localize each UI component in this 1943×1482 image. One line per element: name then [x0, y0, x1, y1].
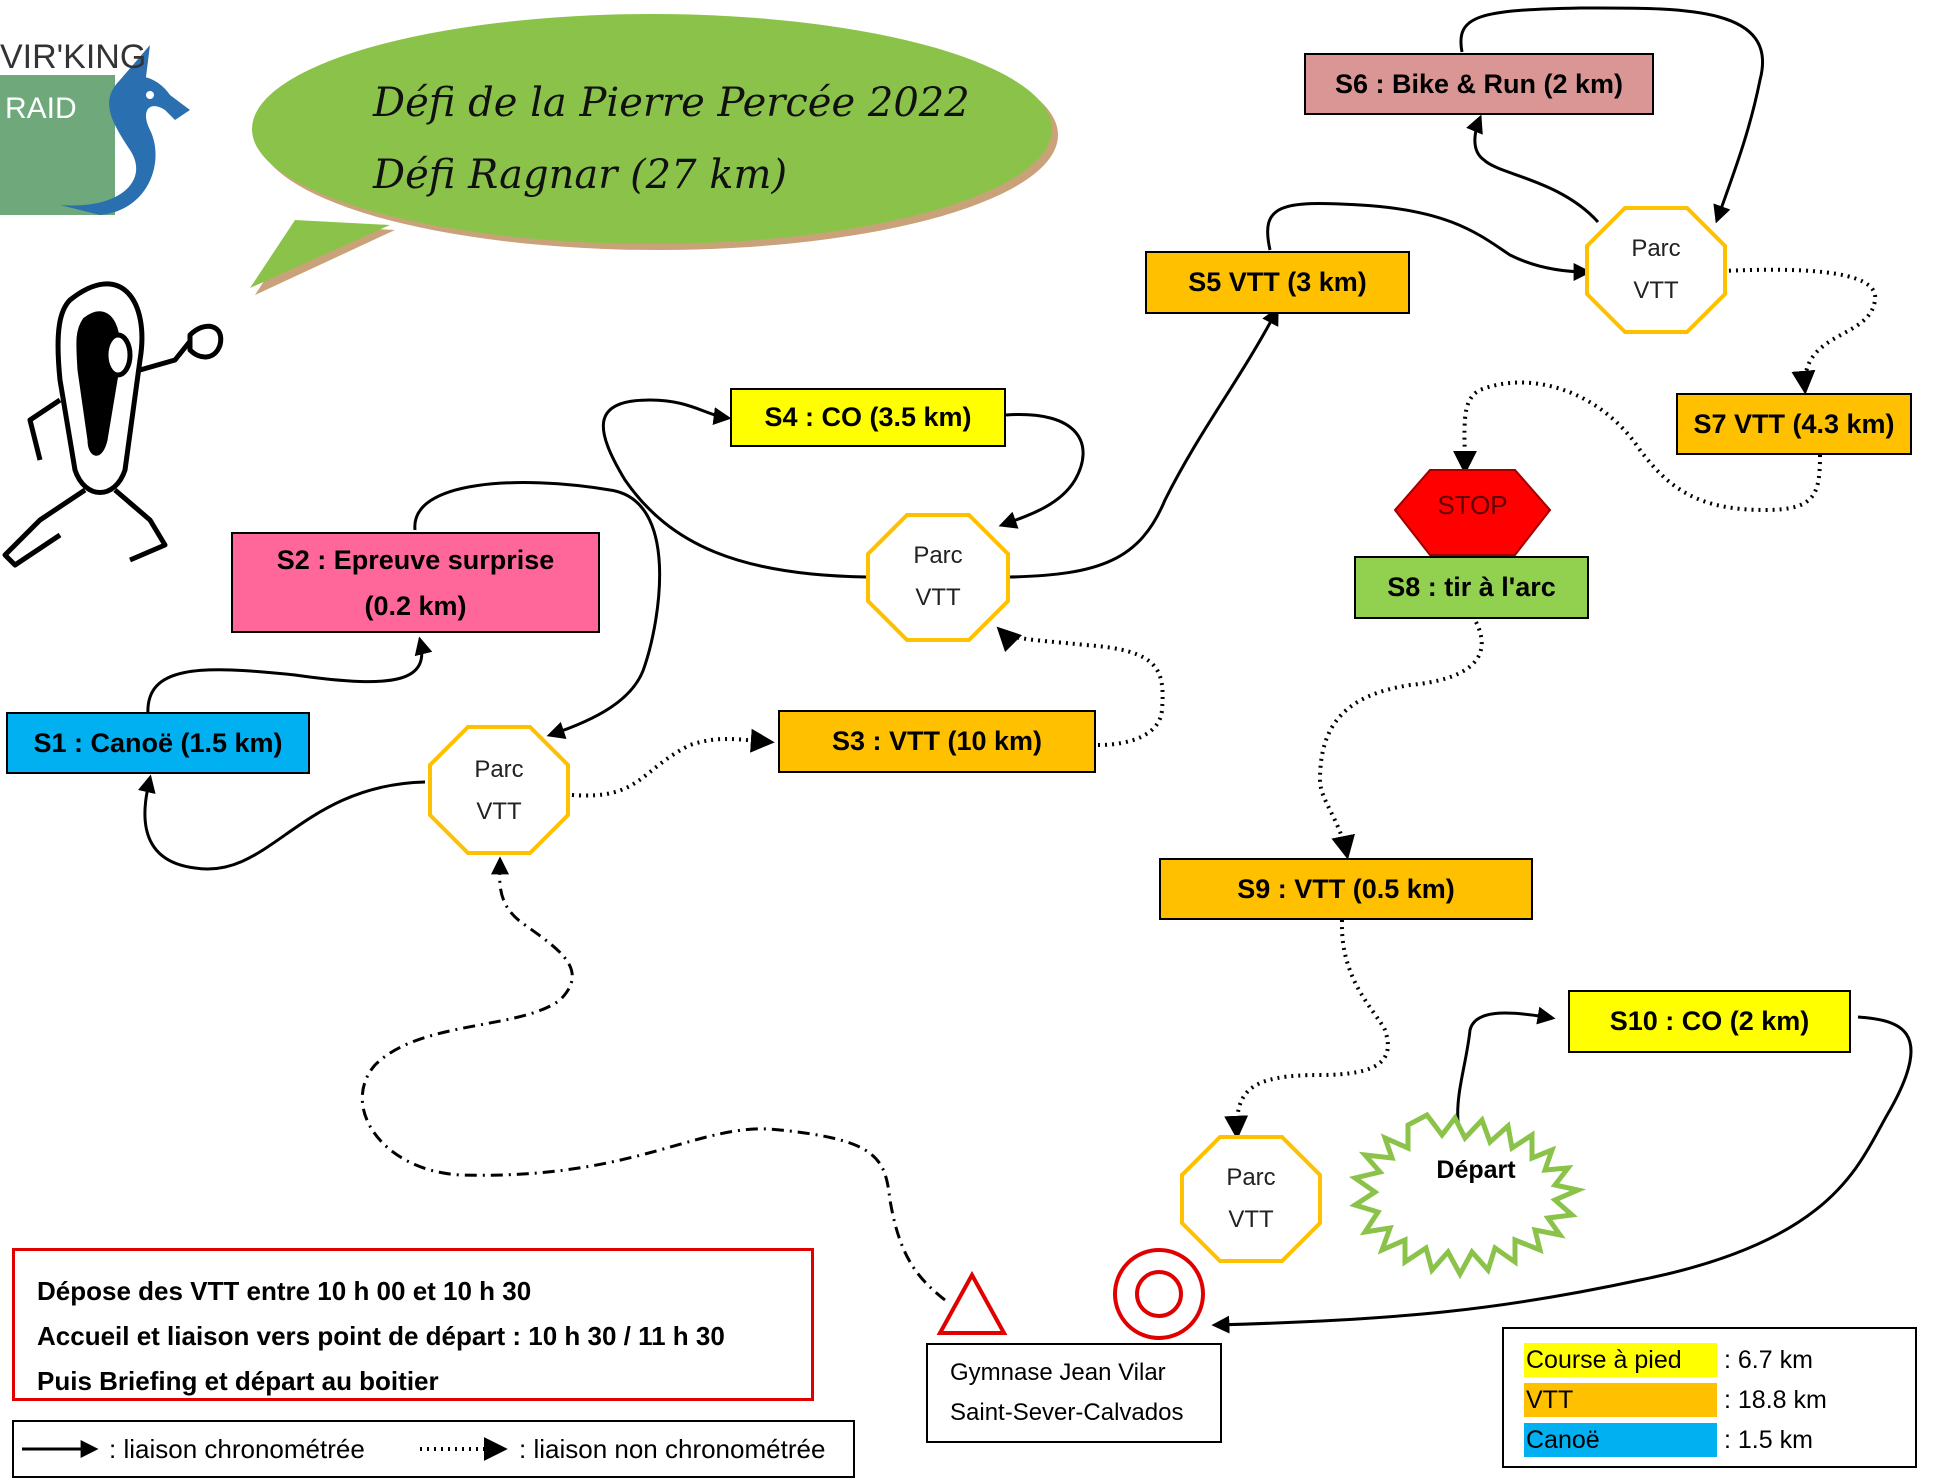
- parc-vtt-4: Parc VTT: [1181, 1129, 1321, 1269]
- depart-starburst-icon: [1349, 1111, 1587, 1280]
- parc-vtt-3-line2: VTT: [1633, 277, 1679, 304]
- parc-vtt-1-line1: Parc: [474, 756, 524, 783]
- untimed-links: [571, 267, 1878, 1140]
- stage-s1-label: S1 : Canoë (1.5 km): [33, 727, 283, 758]
- title-line1: Défi de la Pierre Percée 2022: [373, 80, 970, 126]
- stage-s9-label: S9 : VTT (0.5 km): [1237, 873, 1455, 904]
- info-line-1: Dépose des VTT entre 10 h 00 et 10 h 30: [37, 1276, 532, 1306]
- stage-s6: S6 : Bike & Run (2 km): [1304, 53, 1654, 115]
- info-line-3: Puis Briefing et départ au boitier: [37, 1366, 439, 1396]
- stage-s3-label: S3 : VTT (10 km): [831, 726, 1043, 756]
- gymnase-line2: Saint-Sever-Calvados: [950, 1399, 1184, 1426]
- runner-mascot: [2, 281, 224, 568]
- distance-label: Canoë: [1524, 1423, 1717, 1457]
- gymnase-box: Gymnase Jean Vilar Saint-Sever-Calvados: [926, 1343, 1222, 1443]
- stage-s9: S9 : VTT (0.5 km): [1159, 858, 1533, 920]
- stage-s6-label: S6 : Bike & Run (2 km): [1334, 68, 1624, 99]
- parc-vtt-2-line1: Parc: [913, 542, 963, 569]
- start-triangle-icon: [936, 1270, 1008, 1335]
- stage-s3: S3 : VTT (10 km): [778, 710, 1096, 773]
- schedule-info-box: Dépose des VTT entre 10 h 00 et 10 h 30 …: [12, 1248, 814, 1401]
- finish-target-icon: [1113, 1248, 1205, 1340]
- stop-label: STOP: [1437, 490, 1508, 520]
- access-link: [360, 856, 946, 1302]
- stop-sign-icon: [1393, 469, 1552, 556]
- parc-vtt-octagon-1: [428, 725, 570, 855]
- parc-vtt-2-line2: VTT: [915, 584, 961, 611]
- logo-text-line1: VIR'KING: [0, 38, 147, 76]
- stage-s4-label: S4 : CO (3.5 km): [764, 402, 972, 432]
- timed-links: [138, 6, 1913, 1334]
- parc-vtt-2: Parc VTT: [868, 507, 1008, 647]
- distance-value: : 6.7 km: [1724, 1346, 1813, 1374]
- distance-value: : 18.8 km: [1724, 1386, 1827, 1414]
- distance-value: : 1.5 km: [1724, 1426, 1813, 1454]
- title-bubble: [250, 14, 1058, 295]
- stage-s5-label: S5 VTT (3 km): [1188, 267, 1367, 297]
- stage-s2: S2 : Epreuve surprise (0.2 km): [231, 532, 600, 633]
- distance-row: Course à pied : 6.7 km: [1524, 1343, 1904, 1377]
- distance-row: VTT : 18.8 km: [1524, 1383, 1904, 1417]
- stage-s7-label: S7 VTT (4.3 km): [1693, 408, 1895, 439]
- stage-s7: S7 VTT (4.3 km): [1676, 393, 1912, 455]
- logo-text-line2: RAID: [5, 92, 77, 125]
- parc-vtt-1-line2: VTT: [476, 798, 522, 825]
- legend-timed-label: : liaison chronométrée: [109, 1434, 365, 1464]
- distance-label: VTT: [1524, 1383, 1717, 1417]
- stage-s5: S5 VTT (3 km): [1145, 251, 1410, 314]
- distance-summary: Course à pied : 6.7 km VTT : 18.8 km Can…: [1502, 1327, 1917, 1468]
- virking-raid-logo: [0, 45, 190, 215]
- gymnase-line1: Gymnase Jean Vilar: [950, 1359, 1166, 1386]
- distance-label: Course à pied: [1524, 1343, 1717, 1377]
- legend-untimed-label: : liaison non chronométrée: [519, 1434, 826, 1464]
- parc-vtt-octagon-4: [1180, 1135, 1322, 1263]
- stage-s8: S8 : tir à l'arc: [1354, 556, 1589, 619]
- stage-s2-label-line2: (0.2 km): [364, 590, 467, 621]
- stage-s8-label: S8 : tir à l'arc: [1387, 572, 1556, 602]
- parc-vtt-octagon-2: [866, 513, 1010, 642]
- stage-s10: S10 : CO (2 km): [1568, 990, 1851, 1053]
- distance-row: Canoë : 1.5 km: [1524, 1423, 1904, 1457]
- parc-vtt-4-line1: Parc: [1226, 1164, 1276, 1191]
- parc-vtt-1: Parc VTT: [429, 721, 569, 861]
- stage-s10-label: S10 : CO (2 km): [1609, 1006, 1810, 1036]
- parc-vtt-3: Parc VTT: [1586, 200, 1726, 340]
- stage-s4: S4 : CO (3.5 km): [730, 388, 1006, 447]
- parc-vtt-4-line2: VTT: [1228, 1206, 1274, 1233]
- link-legend: : liaison chronométrée : liaison non chr…: [12, 1420, 855, 1478]
- parc-vtt-3-line1: Parc: [1631, 235, 1681, 262]
- info-line-2: Accueil et liaison vers point de départ …: [37, 1321, 725, 1351]
- stage-s1: S1 : Canoë (1.5 km): [6, 712, 310, 774]
- stage-s2-label-line1: S2 : Epreuve surprise: [276, 544, 555, 575]
- title-line2: Défi Ragnar (27 km): [373, 152, 788, 198]
- parc-vtt-octagon-3: [1585, 206, 1727, 334]
- depart-label: Départ: [1436, 1156, 1516, 1184]
